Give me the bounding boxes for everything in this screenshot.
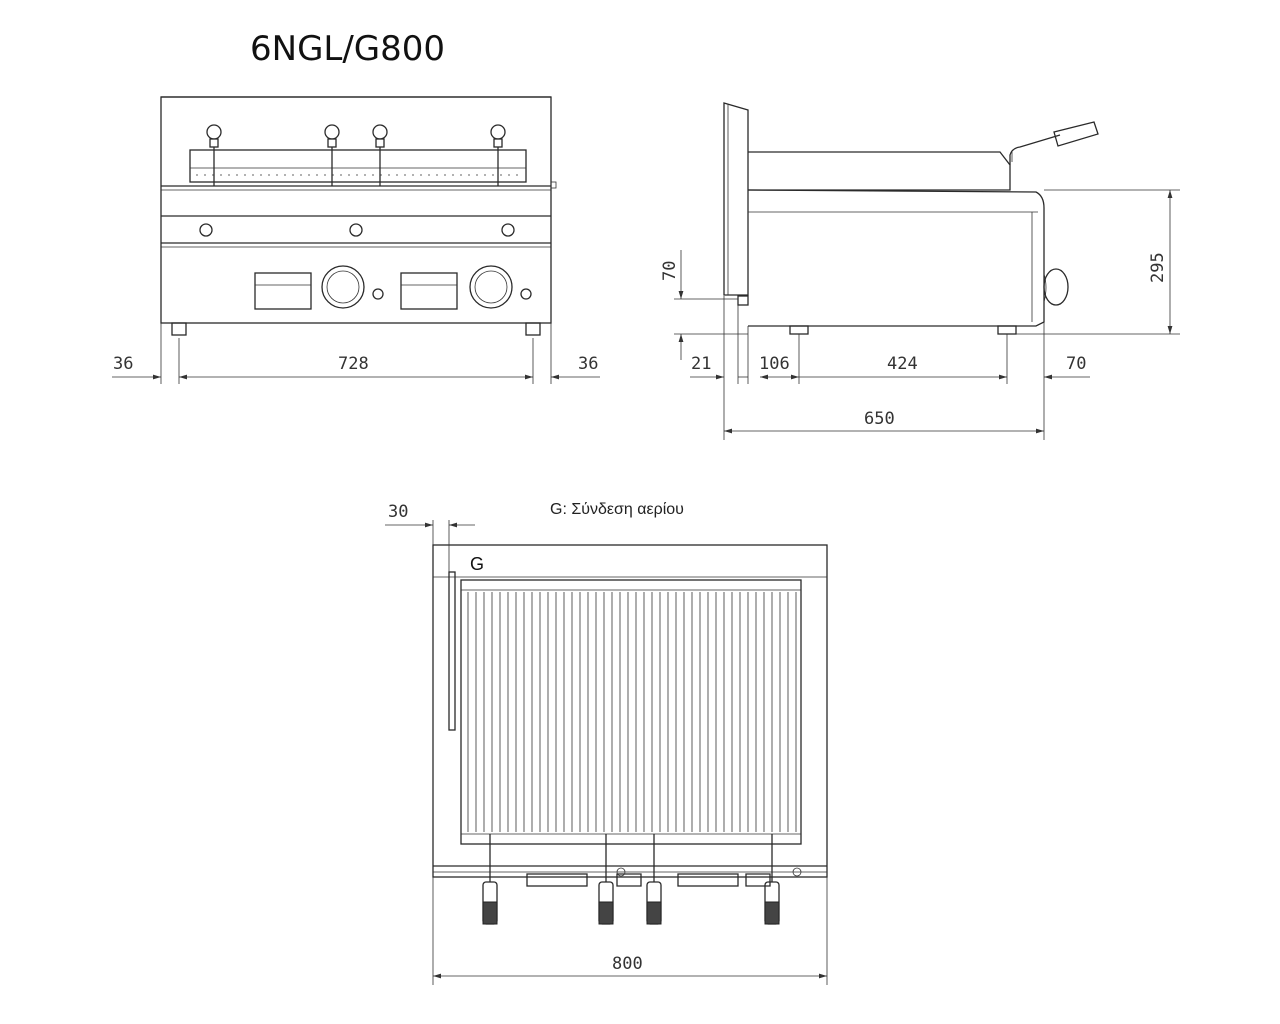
front-dim-width: 728 bbox=[338, 354, 369, 374]
gas-connection-label: G bbox=[470, 554, 484, 574]
side-dim-424: 424 bbox=[887, 354, 918, 374]
side-dim-70: 70 bbox=[1066, 354, 1086, 374]
side-dim-106: 106 bbox=[759, 354, 790, 374]
front-dim-left: 36 bbox=[113, 354, 133, 374]
side-dim-21: 21 bbox=[691, 354, 711, 374]
top-dim-800: 800 bbox=[612, 954, 643, 974]
top-dim-30: 30 bbox=[388, 502, 408, 522]
side-view bbox=[674, 102, 1180, 440]
top-view bbox=[385, 520, 828, 985]
model-title: 6NGL/G800 bbox=[250, 29, 445, 69]
front-view bbox=[112, 96, 600, 384]
front-dim-right: 36 bbox=[578, 354, 598, 374]
side-dim-650: 650 bbox=[864, 409, 895, 429]
side-dim-70-vertical: 70 bbox=[660, 261, 680, 281]
side-dim-295: 295 bbox=[1148, 252, 1168, 283]
grill-ribs-top bbox=[467, 592, 797, 832]
top-handles bbox=[482, 834, 780, 925]
gas-connection-note: G: Σύνδεση αερίου bbox=[550, 501, 684, 518]
front-handles bbox=[206, 124, 506, 186]
